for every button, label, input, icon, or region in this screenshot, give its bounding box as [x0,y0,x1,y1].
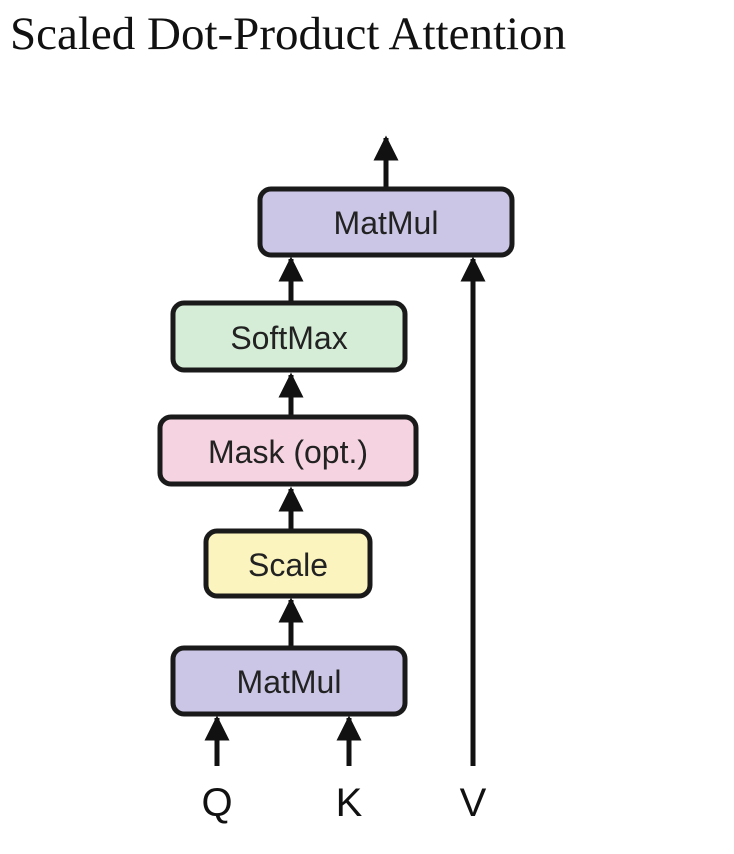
q-input-label: Q [201,781,232,825]
matmul-top-block: MatMul [257,186,515,258]
matmul-top-box [257,186,515,258]
arrows [204,135,486,766]
softmax-label: SoftMax [230,320,347,356]
scale-box [203,528,373,599]
matmul-bottom-box [170,645,408,717]
matmul-bottom-label: MatMul [237,664,342,700]
v-input-label: V [460,781,487,825]
softmax-box [170,300,408,373]
scale-block: Scale [203,528,373,599]
matmul-top-label: MatMul [334,205,439,241]
mask-block: Mask (opt.) [157,414,419,487]
page-title: Scaled Dot-Product Attention [10,8,567,60]
scale-label: Scale [248,547,328,583]
k-input-label: K [336,781,363,825]
softmax-block: SoftMax [170,300,408,373]
matmul-bottom-block: MatMul [170,645,408,717]
mask-label: Mask (opt.) [208,434,368,470]
mask-box [157,414,419,487]
